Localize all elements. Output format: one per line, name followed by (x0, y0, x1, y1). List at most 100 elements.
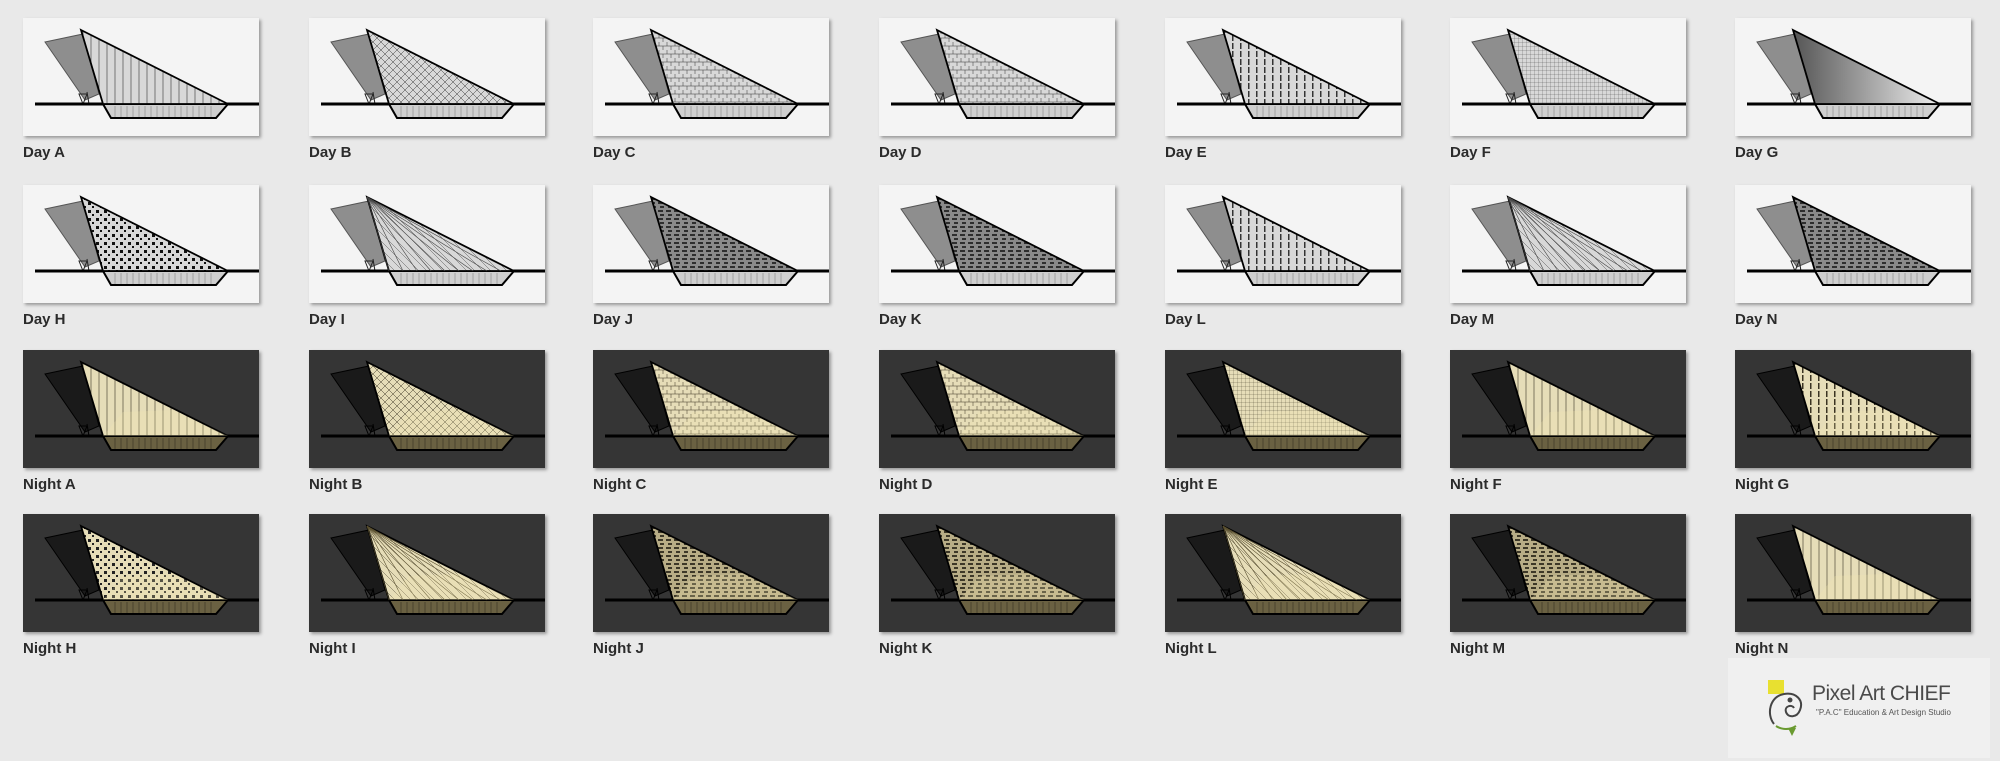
canopy-wing (1756, 33, 1812, 101)
thumbnail-day-b (309, 18, 545, 136)
roof-facade (79, 524, 229, 601)
basement (1528, 435, 1658, 451)
basement (387, 270, 517, 286)
thumbnail-day-c (593, 18, 829, 136)
basement (1528, 103, 1658, 119)
roof-facade (1506, 28, 1656, 105)
canopy-wing (44, 529, 100, 597)
basement (387, 435, 517, 451)
variant-label: Day J (593, 311, 634, 328)
basement (671, 599, 801, 615)
canopy-wing (330, 33, 386, 101)
variant-tile: Day J (593, 185, 829, 328)
canopy-wing (900, 33, 956, 101)
basement (1243, 270, 1373, 286)
basement (671, 270, 801, 286)
canopy-wing (1756, 200, 1812, 268)
thumbnail-day-f (1450, 18, 1686, 136)
thumbnail-night-a (23, 350, 259, 468)
variant-tile: Day L (1165, 185, 1401, 328)
thumbnail-night-i (309, 514, 545, 632)
interior-glow (1530, 410, 1655, 436)
variant-label: Night D (879, 476, 933, 493)
basement (1528, 270, 1658, 286)
roof-facade (365, 28, 515, 105)
variant-label: Night H (23, 640, 77, 657)
basement (1243, 599, 1373, 615)
thumbnail-day-i (309, 185, 545, 303)
thumbnail-day-j (593, 185, 829, 303)
basement (1813, 599, 1943, 615)
variant-tile: Night I (309, 514, 545, 657)
canopy-wing (900, 200, 956, 268)
roof-facade (935, 28, 1085, 105)
thumbnail-day-m (1450, 185, 1686, 303)
roof-facade (935, 524, 1085, 601)
roof-facade (365, 360, 515, 437)
canopy-wing (614, 200, 670, 268)
canopy-wing (330, 529, 386, 597)
variant-tile: Night E (1165, 350, 1401, 493)
basement (1243, 103, 1373, 119)
variant-label: Night M (1450, 640, 1505, 657)
variant-label: Day H (23, 311, 66, 328)
canopy-wing (1186, 200, 1242, 268)
basement (101, 270, 231, 286)
variant-label: Night C (593, 476, 647, 493)
roof-facade (649, 360, 799, 437)
basement (1243, 435, 1373, 451)
variant-label: Day D (879, 144, 922, 161)
canopy-wing (44, 365, 100, 433)
canopy-wing (44, 33, 100, 101)
canopy-wing (1471, 33, 1527, 101)
basement (1528, 599, 1658, 615)
thumbnail-night-h (23, 514, 259, 632)
variant-tile: Day E (1165, 18, 1401, 161)
variant-label: Day L (1165, 311, 1206, 328)
canopy-wing (900, 365, 956, 433)
thumbnail-night-g (1735, 350, 1971, 468)
roof-facade (1221, 195, 1371, 272)
roof-facade (1791, 360, 1941, 437)
roof-facade (649, 524, 799, 601)
thumbnail-night-n (1735, 514, 1971, 632)
canopy-wing (1756, 365, 1812, 433)
variant-tile: Day A (23, 18, 259, 161)
variant-tile: Day K (879, 185, 1115, 328)
canopy-wing (614, 529, 670, 597)
canopy-wing (1471, 365, 1527, 433)
thumbnail-day-l (1165, 185, 1401, 303)
roof-facade (1791, 28, 1941, 105)
basement (101, 599, 231, 615)
variant-label: Day I (309, 311, 345, 328)
canopy-wing (614, 33, 670, 101)
roof-facade (1791, 524, 1941, 601)
variant-tile: Day C (593, 18, 829, 161)
interior-glow (389, 410, 514, 436)
basement (387, 103, 517, 119)
canopy-wing (900, 529, 956, 597)
variant-tile: Day F (1450, 18, 1686, 161)
variant-label: Day N (1735, 311, 1778, 328)
basement (1813, 103, 1943, 119)
variant-label: Day G (1735, 144, 1779, 161)
variant-tile: Night J (593, 514, 829, 657)
thumbnail-day-a (23, 18, 259, 136)
thumbnail-night-b (309, 350, 545, 468)
variant-tile: Night K (879, 514, 1115, 657)
thumbnail-day-h (23, 185, 259, 303)
variant-tile: Day B (309, 18, 545, 161)
variant-tile: Day G (1735, 18, 1971, 161)
roof-facade (1506, 524, 1656, 601)
roof-facade (1221, 360, 1371, 437)
variant-tile: Night M (1450, 514, 1686, 657)
variant-tile: Day H (23, 185, 259, 328)
variant-tile: Night A (23, 350, 259, 493)
variant-label: Day F (1450, 144, 1491, 161)
variant-label: Night F (1450, 476, 1502, 493)
variant-label: Night K (879, 640, 933, 657)
thumbnail-day-e (1165, 18, 1401, 136)
basement (671, 435, 801, 451)
roof-facade (79, 195, 229, 272)
variant-tile: Day N (1735, 185, 1971, 328)
